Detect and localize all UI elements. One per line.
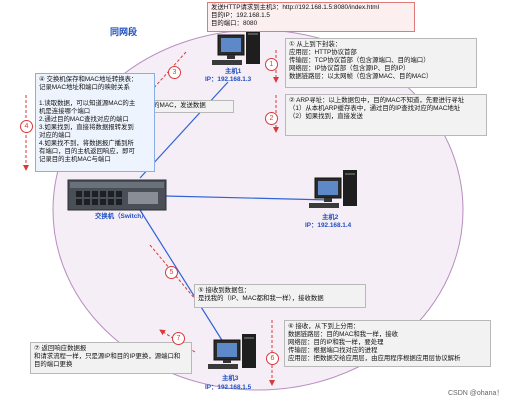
switch-icon [67, 179, 167, 211]
step4-text: ④ 交换机保存和MAC地址转换表： 记录MAC地址和端口的映射关系 1.读取数据… [39, 76, 138, 163]
marker-step6: 6 [266, 352, 279, 365]
step1-box: ① 从上到下封装： 应用层：HTTP协议首部 传输层：TCP协议首部（包含源端口… [285, 38, 477, 88]
host1-computer-icon [212, 30, 260, 65]
step5-box: ⑤ 接收到数据包： 是找我的（IP、MAC都和我一样），接收数据 [194, 284, 366, 308]
switch-label: 交换机（Switch） [95, 213, 148, 220]
segment-title: 同网段 [110, 27, 138, 37]
host2-ip: IP：192.168.1.4 [305, 222, 352, 229]
watermark: CSDN @ohana！ [448, 390, 504, 397]
step3-box: 找到目的MAC，发送数据 [130, 100, 234, 113]
step6-box: ⑥ 接收，从下到上分用： 数据链路层：目的MAC和我一样，接收 网络层：目的IP… [284, 320, 491, 367]
marker-step7: 7 [172, 332, 185, 345]
marker-step2: 2 [265, 112, 278, 125]
request-note-box: 发送HTTP请求到主机3：http://192.168.1.5:8080/ind… [207, 2, 415, 32]
host3-computer-icon [208, 334, 256, 369]
link-switch-host2 [164, 195, 331, 201]
step3-text: 找到目的MAC，发送数据 [134, 102, 206, 109]
step2-text: ② ARP寻址：以上数据包中，目的MAC不知道，先要进行寻址 （1）从本机ARP… [289, 97, 465, 120]
marker-step5: 5 [165, 266, 178, 279]
marker-step3: 3 [168, 66, 181, 79]
host2-name: 主机2 [322, 214, 339, 221]
marker-step4: 4 [20, 120, 33, 133]
step7-box: ⑦ 返回响应数据报 和请求流程一样，只是源IP和目的IP更换，源端口和 目的端口… [30, 342, 192, 374]
arrow-step3 [142, 51, 187, 101]
step1-text: ① 从上到下封装： 应用层：HTTP协议首部 传输层：TCP协议首部（包含源端口… [289, 41, 433, 80]
step6-text: ⑥ 接收，从下到上分用： 数据链路层：目的MAC和我一样，接收 网络层：目的IP… [288, 323, 461, 362]
step2-box: ② ARP寻址：以上数据包中，目的MAC不知道，先要进行寻址 （1）从本机ARP… [285, 94, 487, 136]
host2-computer-icon [309, 170, 357, 208]
step5-text: ⑤ 接收到数据包： 是找我的（IP、MAC都和我一样），接收数据 [198, 287, 324, 302]
request-note-text: 发送HTTP请求到主机3：http://192.168.1.5:8080/ind… [211, 4, 380, 27]
step7-text: ⑦ 返回响应数据报 和请求流程一样，只是源IP和目的IP更换，源端口和 目的端口… [34, 345, 181, 368]
host3-ip: IP：192.168.1.5 [205, 384, 252, 391]
host3-name: 主机3 [222, 375, 239, 382]
arrow-step5 [149, 244, 201, 306]
host1-name: 主机1 [225, 68, 242, 75]
host1-ip: IP：192.168.1.3 [205, 76, 252, 83]
marker-step1: 1 [265, 58, 278, 71]
link-switch-host3 [139, 209, 226, 346]
step4-box: ④ 交换机保存和MAC地址转换表： 记录MAC地址和端口的映射关系 1.读取数据… [35, 73, 155, 172]
